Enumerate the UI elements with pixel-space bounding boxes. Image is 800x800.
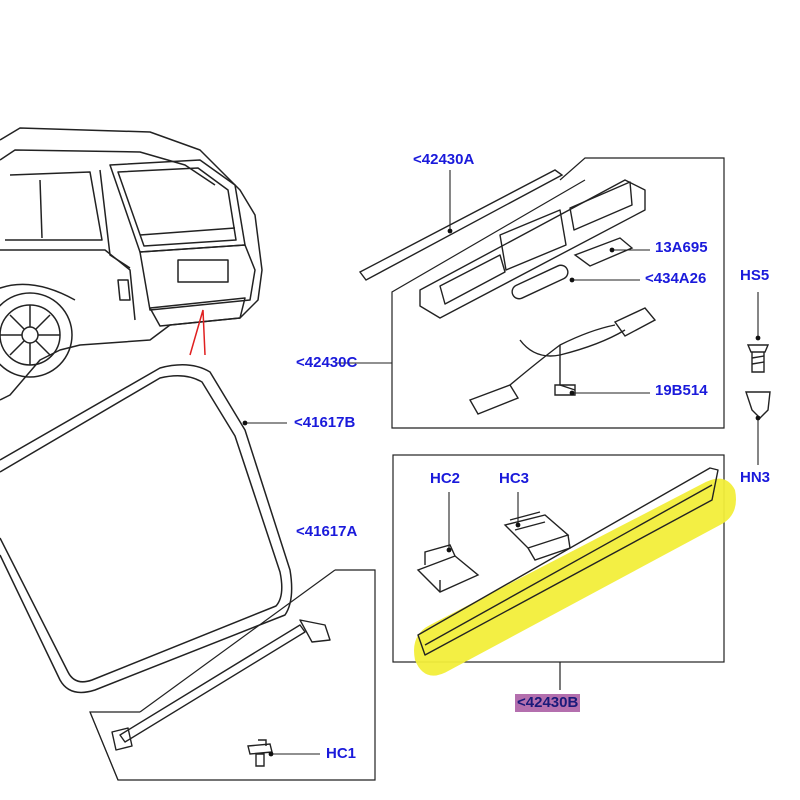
label-HN3[interactable]: HN3	[740, 469, 771, 486]
part-HN3-nut	[745, 391, 771, 419]
label-434A26[interactable]: <434A26	[645, 270, 707, 287]
part-42430B-highlight	[414, 478, 736, 676]
label-41617B[interactable]: <41617B	[294, 414, 356, 431]
part-19B514-harness	[468, 307, 657, 415]
part-HC3	[503, 511, 571, 561]
label-41617A[interactable]: <41617A	[296, 523, 358, 540]
label-HC1[interactable]: HC1	[326, 745, 357, 762]
tailgate-seal	[0, 364, 293, 694]
part-HC1-clip	[247, 739, 273, 767]
leader-lines	[245, 170, 759, 755]
label-HC2[interactable]: HC2	[430, 470, 461, 487]
vehicle-illustration	[0, 127, 263, 401]
part-42430C-housing	[419, 179, 646, 319]
leader-dots	[242, 228, 761, 757]
label-42430A[interactable]: <42430A	[413, 151, 475, 168]
part-13A695	[573, 237, 634, 267]
label-HS5[interactable]: HS5	[740, 267, 770, 284]
part-41617A-strip	[111, 619, 331, 751]
label-19B514[interactable]: 19B514	[655, 382, 708, 399]
part-42430B-trim	[417, 467, 719, 656]
part-HS5-screw	[746, 344, 770, 373]
box-42430C	[391, 157, 725, 429]
vehicle-callout-lines	[189, 309, 206, 356]
label-13A695[interactable]: 13A695	[655, 239, 708, 256]
part-434A26	[511, 264, 569, 300]
label-42430C[interactable]: <42430C	[296, 354, 358, 371]
label-HC3[interactable]: HC3	[499, 470, 530, 487]
part-42430A-strip	[358, 169, 564, 281]
part-HC2	[416, 544, 480, 593]
box-42430B	[392, 454, 725, 690]
label-42430B-selected[interactable]: <42430B	[515, 694, 581, 712]
box-41617A	[89, 569, 376, 781]
